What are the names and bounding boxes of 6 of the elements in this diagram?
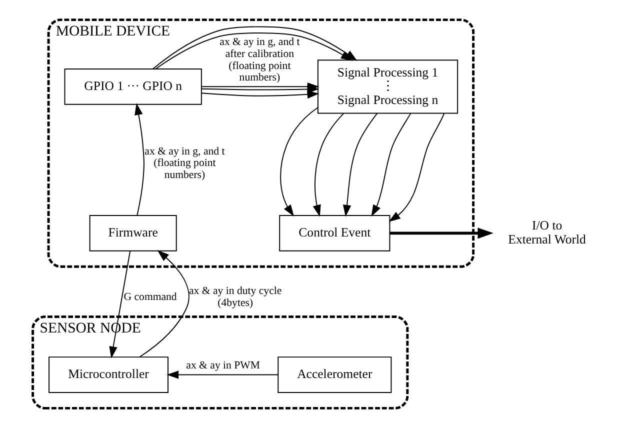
edge-label: ax & ay in g, and t (floating point numbers) [144,145,224,181]
edge-label: ax & ay in PWM [186,360,260,372]
edge-label: ax & ay in duty cycle (4bytes) [188,284,282,309]
node-text: I/O to External World [508,218,586,246]
edge-label: ax & ay in g, and t after calibration (floating point numbers) [219,36,300,84]
edge-label: G command [123,290,176,303]
